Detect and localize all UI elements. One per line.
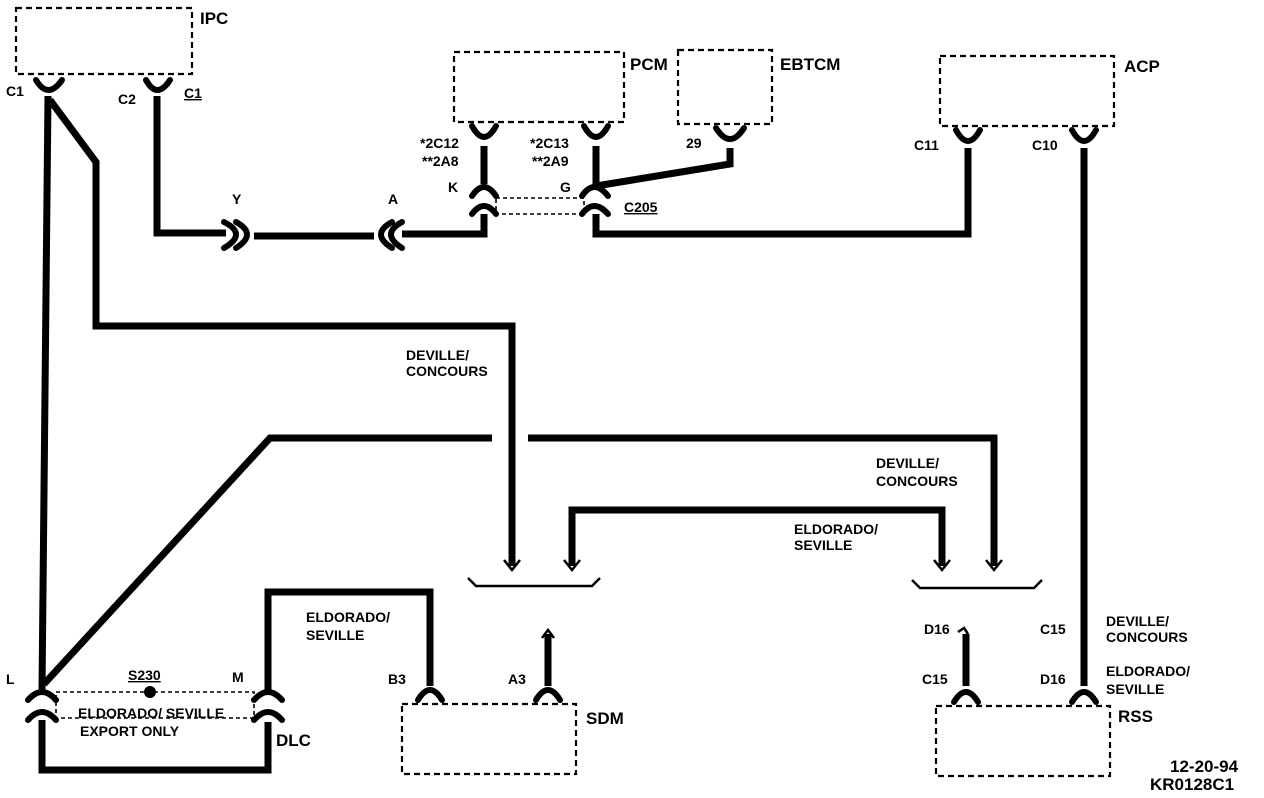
pin-pcm-a2: **2A8 xyxy=(422,153,459,169)
conn-a-2 xyxy=(388,219,405,251)
ipc-c1-terminal xyxy=(33,77,65,93)
rss-module-box xyxy=(934,704,1112,778)
rss-d16-terminal xyxy=(1069,689,1099,705)
pin-sdm-a3: A3 xyxy=(508,671,526,687)
pin-ebtcm-29: 29 xyxy=(686,135,702,151)
wire-a-k xyxy=(402,214,488,238)
note-deville-2b: CONCOURS xyxy=(876,473,958,489)
option-bracket-sdm xyxy=(467,577,601,588)
pcm-module-box xyxy=(452,50,626,124)
conn-y-2 xyxy=(233,219,250,251)
wire-g-acp xyxy=(592,148,972,238)
pin-conn-a: A xyxy=(388,191,398,207)
pin-pcm-a1: *2C12 xyxy=(420,135,459,151)
pin-acp-c10: C10 xyxy=(1032,137,1058,153)
arrow-2 xyxy=(563,559,581,573)
c205-housing xyxy=(495,197,585,215)
rss-c15-terminal xyxy=(951,689,981,705)
arrow-4 xyxy=(985,559,1003,573)
note-eldorado-1a: ELDORADO/ xyxy=(794,521,878,537)
sdm-module-box xyxy=(400,702,578,776)
dlc-m-bottom xyxy=(251,709,285,723)
sdm-a3-terminal xyxy=(533,687,563,703)
pin-rss-c15: C15 xyxy=(922,671,948,687)
ipc-module-box xyxy=(14,6,194,76)
note-eldorado-1b: SEVILLE xyxy=(794,537,852,553)
note-rss-deville-a: DEVILLE/ xyxy=(1106,613,1169,629)
acp-c11-terminal xyxy=(953,127,983,144)
note-deville-1a: DEVILLE/ xyxy=(406,347,469,363)
pin-conn-y: Y xyxy=(232,191,242,207)
pin-c205: C205 xyxy=(624,199,658,215)
note-export-a: ELDORADO/ SEVILLE xyxy=(78,705,224,721)
arrow-3 xyxy=(933,559,951,573)
dlc-m-top xyxy=(251,689,285,703)
arrow-1 xyxy=(503,559,521,573)
dlc-l-bottom xyxy=(25,709,59,723)
acp-c10-terminal xyxy=(1069,127,1099,144)
pin-pcm-b1: *2C13 xyxy=(530,135,569,151)
conn-g-bottom xyxy=(579,203,611,217)
wire-dlc-sdm xyxy=(264,588,434,690)
pin-conn-k: K xyxy=(448,179,458,195)
wire-dlc-eldorado xyxy=(41,434,492,687)
ebtcm-29-terminal xyxy=(713,125,747,142)
pin-conn-g: G xyxy=(560,179,571,195)
sdm-label: SDM xyxy=(586,709,624,728)
pcm-2c12-terminal xyxy=(469,123,499,140)
wire-deville-right xyxy=(528,434,998,566)
dlc-label: DLC xyxy=(276,731,311,750)
conn-y-1 xyxy=(221,219,239,251)
option-bracket-rss xyxy=(911,579,1043,590)
wire-ipc-deville xyxy=(47,97,516,566)
note-rss-deville-b: CONCOURS xyxy=(1106,629,1188,645)
note-rss-eldorado-a: ELDORADO/ xyxy=(1106,663,1190,679)
pcm-label: PCM xyxy=(630,55,668,74)
conn-k-top xyxy=(469,184,499,199)
pcm-2c13-terminal xyxy=(581,123,611,140)
acp-module-box xyxy=(938,54,1116,128)
pin-ipc-c2-conn: C1 xyxy=(184,85,202,101)
pin-sdm-b3: B3 xyxy=(388,671,406,687)
wire-eldorado-loop xyxy=(568,506,946,566)
wire-ipc-dlc xyxy=(38,95,52,691)
pin-rss-d16-right: D16 xyxy=(1040,671,1066,687)
note-rss-eldorado-b: SEVILLE xyxy=(1106,681,1164,697)
ipc-label: IPC xyxy=(200,9,228,28)
s230-splice xyxy=(144,686,156,698)
pin-acp-c11: C11 xyxy=(914,137,939,153)
arrow-c15 xyxy=(957,626,970,635)
pin-rss-c15-right: C15 xyxy=(1040,621,1066,637)
acp-label: ACP xyxy=(1124,57,1160,76)
wire-ebtcm-g xyxy=(595,148,734,190)
note-eldorado-2a: ELDORADO/ xyxy=(306,609,390,625)
arrow-a3 xyxy=(541,627,555,639)
conn-k-bottom xyxy=(469,203,499,217)
pin-ipc-c2: C2 xyxy=(118,91,136,107)
conn-a-1 xyxy=(378,219,395,251)
footer-code: KR0128C1 xyxy=(1150,775,1234,794)
pin-pcm-b2: **2A9 xyxy=(532,153,569,169)
conn-g-top xyxy=(579,184,611,199)
ebtcm-module-box xyxy=(676,48,774,126)
note-deville-1b: CONCOURS xyxy=(406,363,488,379)
pin-dlc-m: M xyxy=(232,669,244,685)
footer-date: 12-20-94 xyxy=(1170,757,1239,776)
note-eldorado-2b: SEVILLE xyxy=(306,627,364,643)
dlc-l-top xyxy=(25,689,59,703)
note-deville-2a: DEVILLE/ xyxy=(876,455,939,471)
note-export-b: EXPORT ONLY xyxy=(80,723,180,739)
rss-label: RSS xyxy=(1118,707,1153,726)
wire-dlc-return xyxy=(38,720,272,774)
wire-ipc-c2 xyxy=(153,96,226,237)
sdm-b3-terminal xyxy=(415,687,445,703)
pin-dlc-l: L xyxy=(6,671,15,687)
pin-rss-d16-top: D16 xyxy=(924,621,950,637)
ebtcm-label: EBTCM xyxy=(780,55,840,74)
pin-ipc-c1: C1 xyxy=(6,83,24,99)
ipc-c2-terminal xyxy=(143,77,173,93)
pin-s230: S230 xyxy=(128,667,161,683)
